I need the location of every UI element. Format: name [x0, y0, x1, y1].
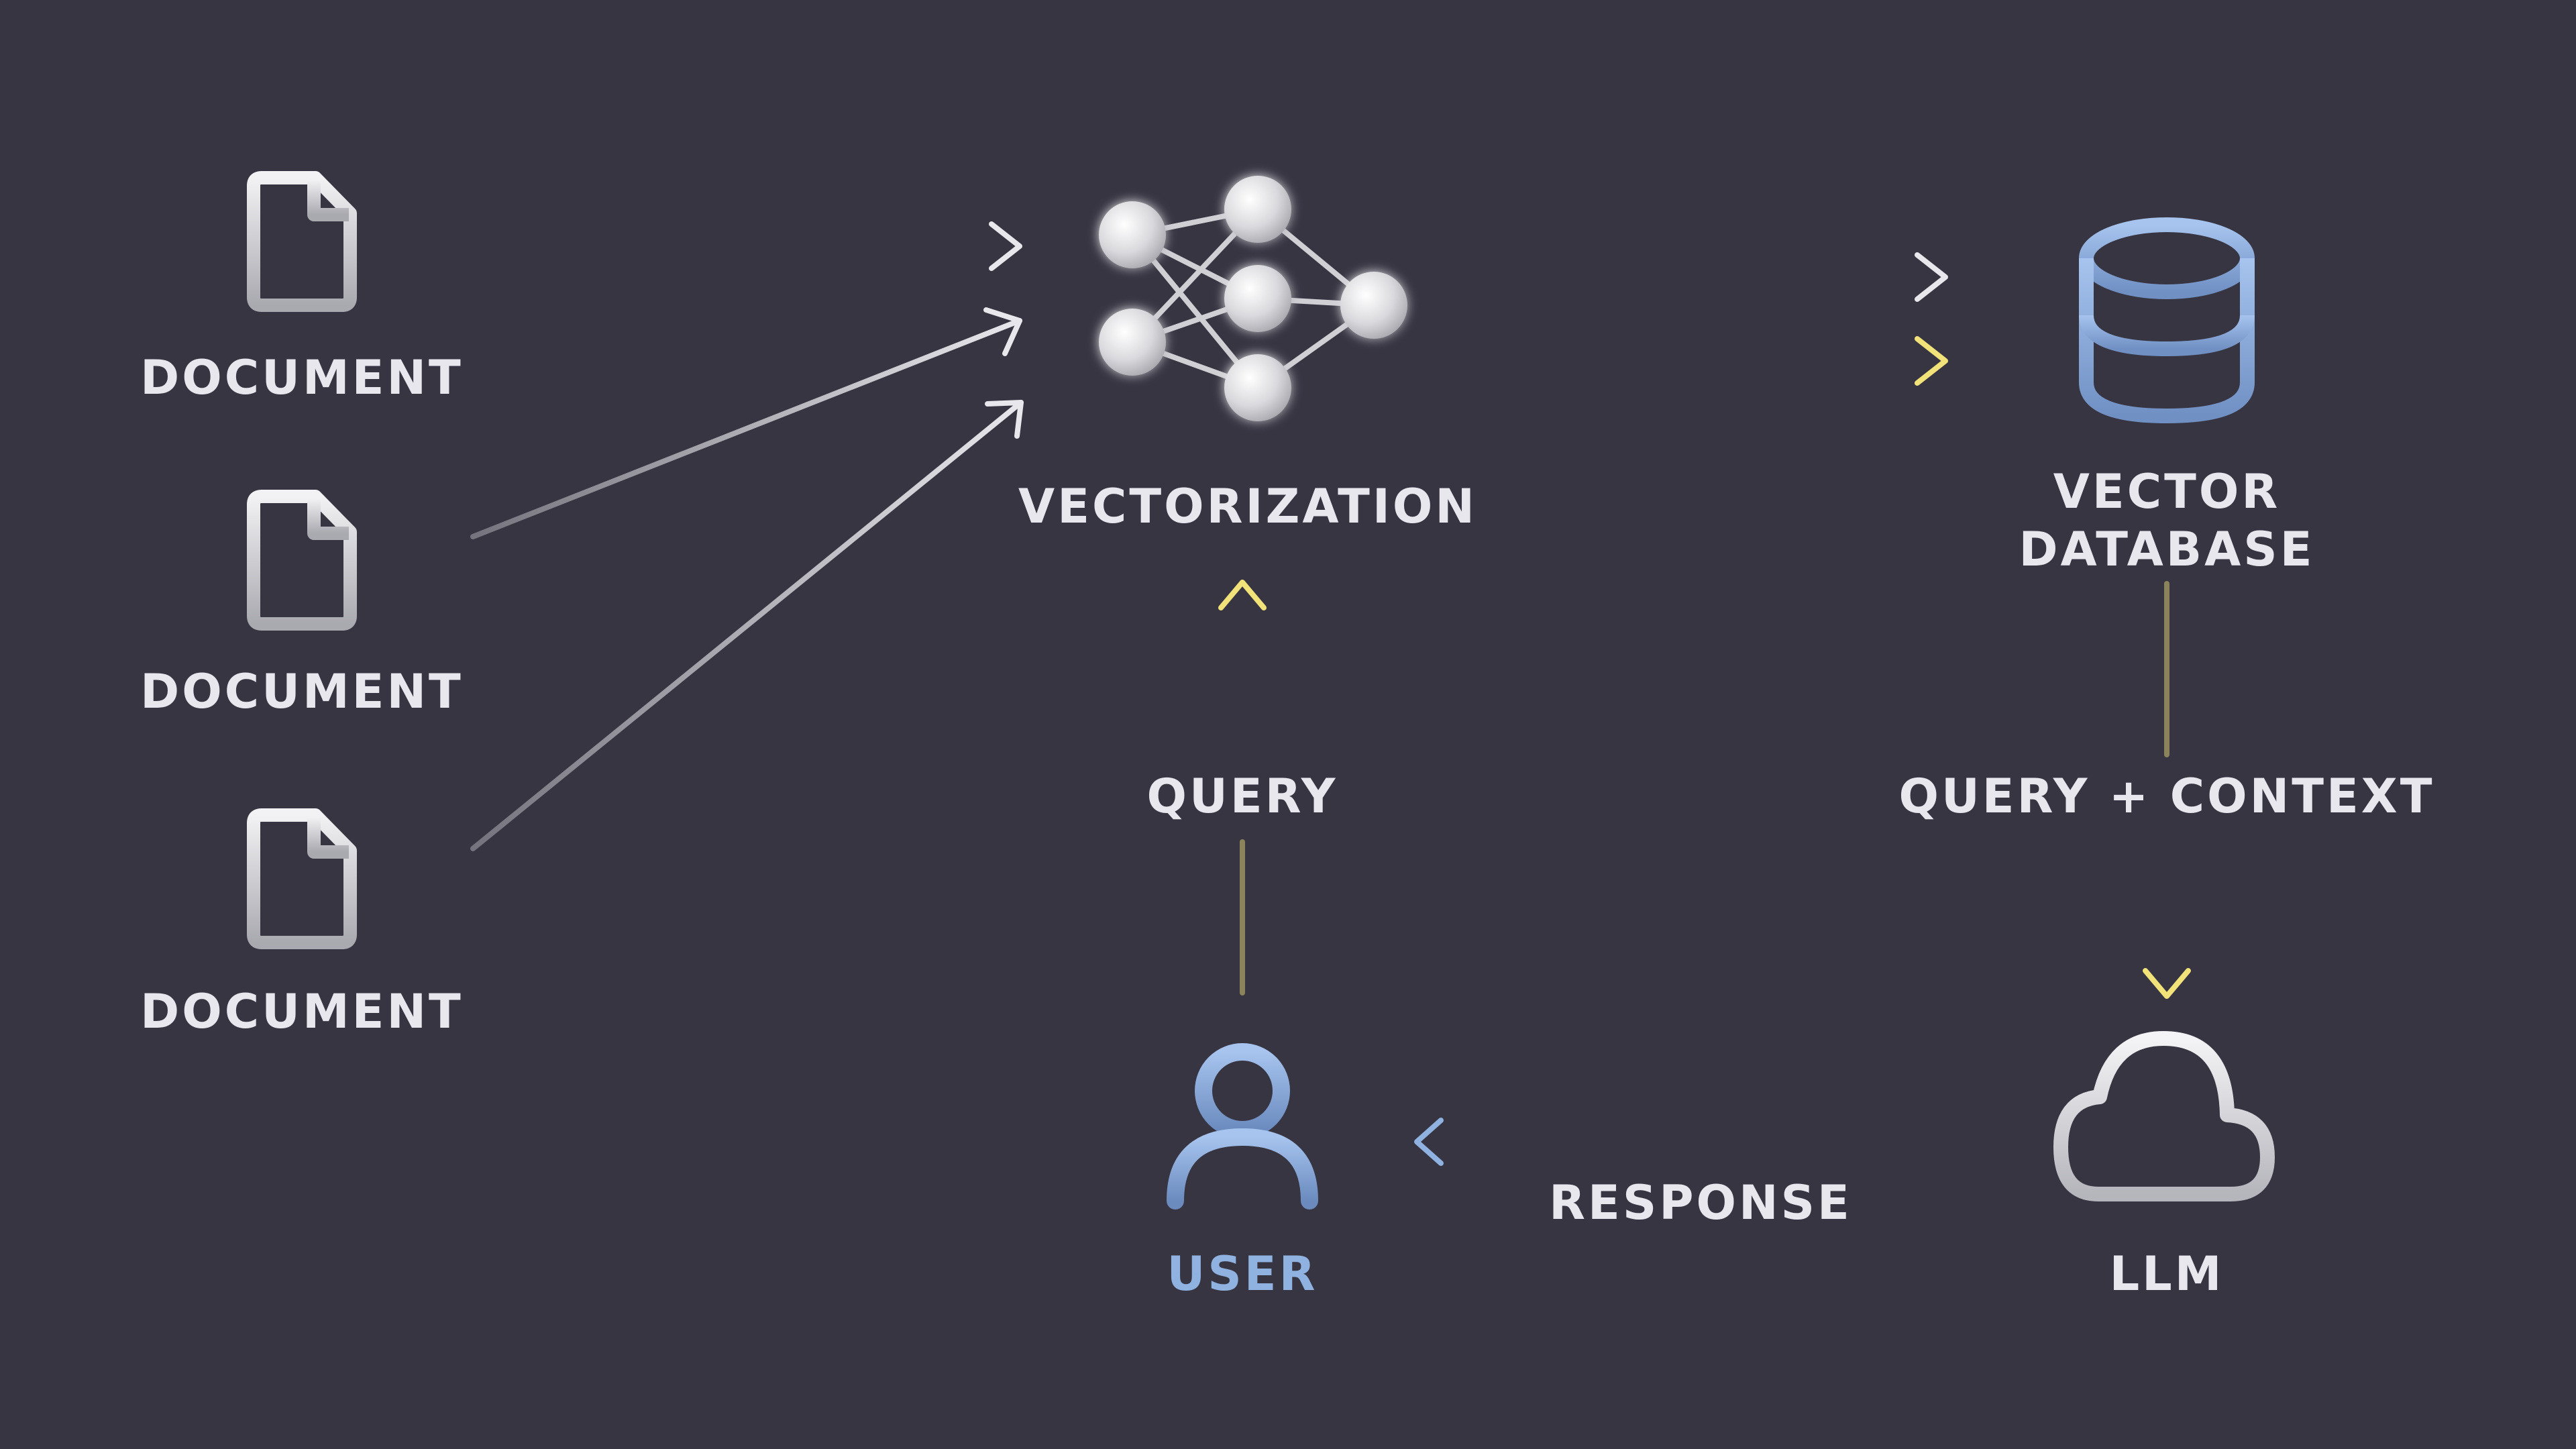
vectorization-label: VECTORIZATION — [1018, 479, 1477, 534]
query-context-edge-label: QUERY + CONTEXT — [1898, 769, 2435, 824]
cloud-icon — [2053, 1031, 2275, 1201]
arrow-document-3-to-vectorization — [470, 400, 1024, 851]
arrow-database-to-llm — [2143, 581, 2191, 999]
database-icon — [2079, 217, 2255, 424]
document-icon — [247, 171, 357, 312]
neural-network-icon — [1099, 176, 1407, 421]
user-icon — [1167, 1043, 1318, 1210]
arrow-user-to-vectorization — [1218, 580, 1267, 996]
arrow-document-1-to-vectorization — [470, 221, 1022, 271]
document-label: DOCUMENT — [140, 984, 464, 1039]
arrow-llm-to-user — [1414, 1118, 1985, 1166]
arrow-document-2-to-vectorization — [470, 307, 1022, 539]
query-edge-label: QUERY — [1146, 769, 1338, 824]
document-icon — [247, 808, 357, 949]
llm-label: LLM — [2109, 1246, 2224, 1301]
document-label: DOCUMENT — [140, 350, 464, 405]
arrow-vectorization-to-database-query — [1495, 336, 1948, 386]
document-icon — [247, 490, 357, 631]
response-edge-label: RESPONSE — [1549, 1175, 1852, 1230]
arrow-vectorization-to-database — [1495, 252, 1948, 302]
vector-database-label-line-1: VECTOR — [2053, 464, 2281, 519]
vector-database-label: VECTOR DATABASE — [1966, 463, 2368, 578]
vector-database-label-line-2: DATABASE — [2019, 522, 2315, 577]
document-label: DOCUMENT — [140, 664, 464, 719]
user-label: USER — [1167, 1246, 1318, 1301]
